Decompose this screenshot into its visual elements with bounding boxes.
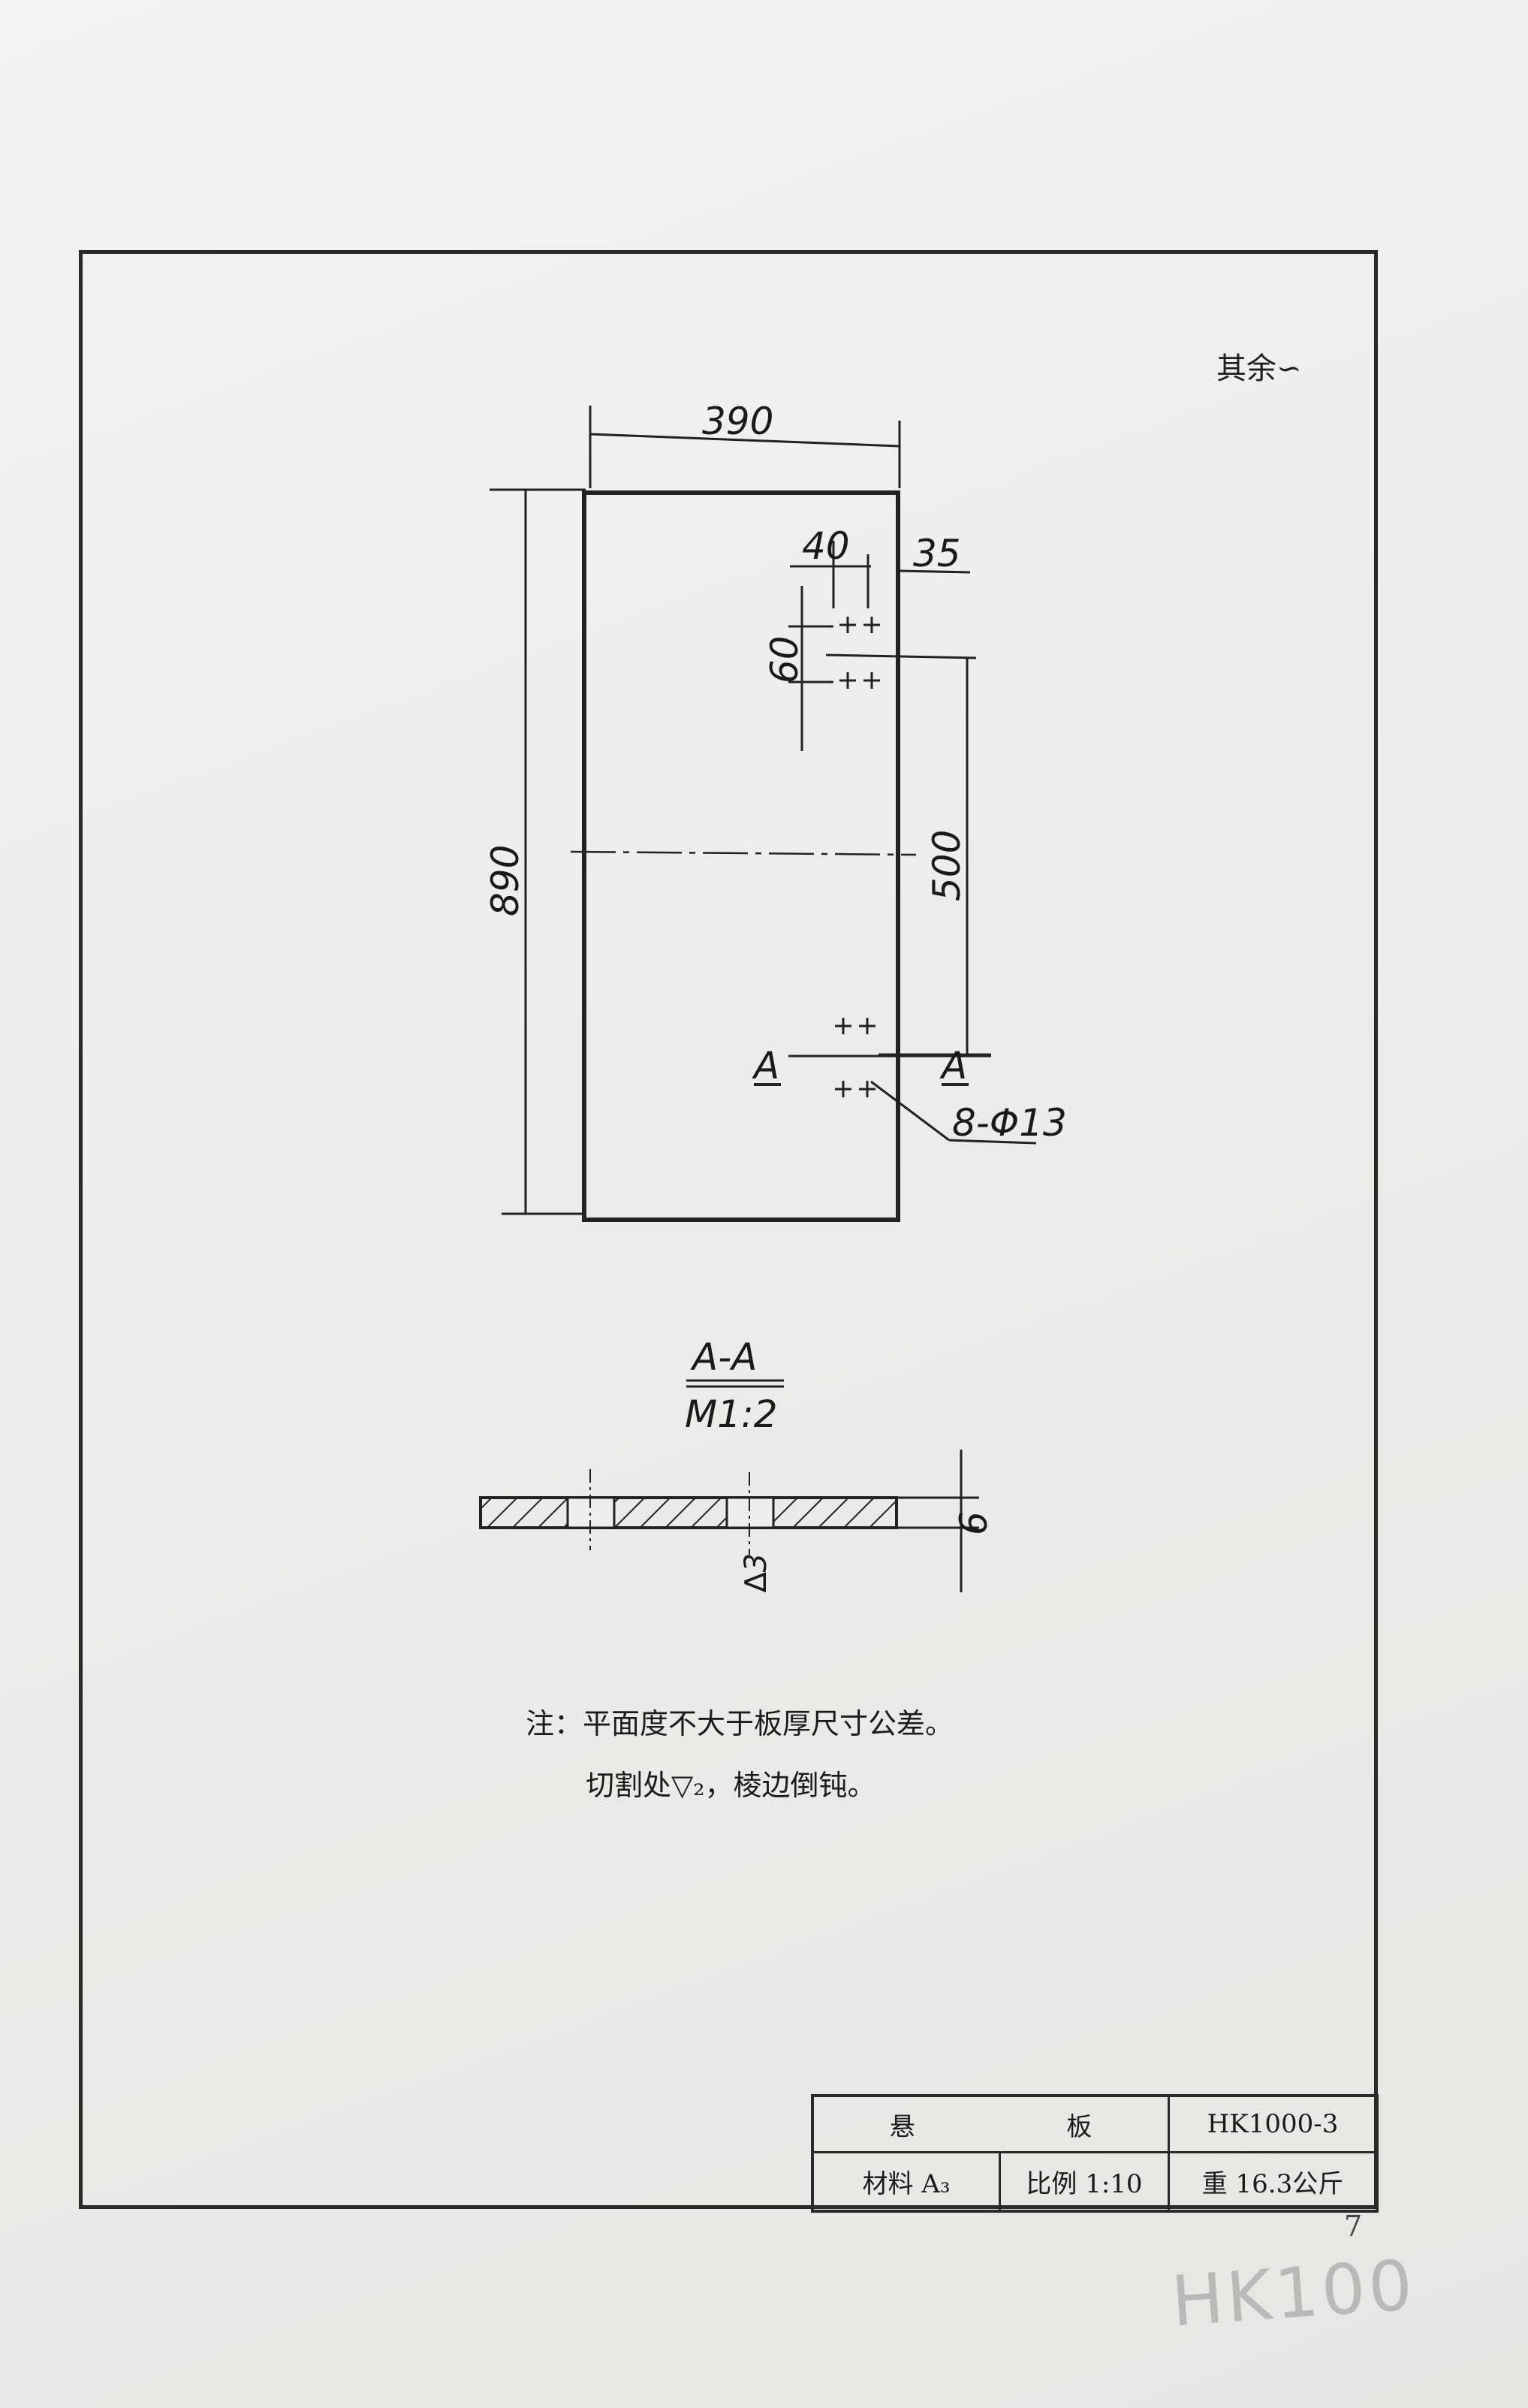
edge-offset-text: 35 [913, 532, 961, 575]
thickness-text: 6 [952, 1511, 996, 1535]
scale-cell: 比例 1:10 [1001, 2153, 1170, 2210]
material-cell: 材料 A₃ [814, 2153, 1001, 2210]
part-name-char-2: 板 [1066, 2111, 1093, 2142]
handwritten-note: HK100 [1168, 2244, 1418, 2343]
note-line-1: 注：平面度不大于板厚尺寸公差。 [526, 1707, 954, 1740]
hole-spacing-y-text: 60 [763, 635, 806, 683]
width-dim-text: 390 [702, 400, 773, 443]
width-dim-line [589, 433, 900, 448]
weight-cell: 重 16.3公斤 [1201, 2169, 1344, 2199]
lower-holes [835, 1018, 876, 1097]
height-dim-text: 890 [484, 845, 527, 916]
section-roughness-text: ∆3 [739, 1553, 773, 1593]
note-line-2: 切割处▽₂，棱边倒钝。 [586, 1769, 876, 1802]
section-marker-left: A [752, 1044, 779, 1088]
page-number: 7 [1344, 2210, 1363, 2243]
part-name-char-1: 悬 [889, 2111, 915, 2142]
upper-holes [839, 617, 880, 689]
section-plate [479, 1496, 898, 1529]
drawing-frame [79, 250, 1378, 2209]
section-marker-right: A [939, 1044, 967, 1088]
section-title: A-A [690, 1335, 757, 1379]
roughness-note: 其余∽ [1216, 352, 1302, 386]
group-ext-top [825, 653, 977, 659]
title-block: 悬 板 HK1000-3 材料 A₃ 比例 1:10 重 16.3公斤 [811, 2094, 1379, 2213]
offset-leader [897, 569, 971, 574]
centre-line [570, 850, 917, 856]
hole-leader [870, 1080, 950, 1142]
holes-callout-text: 8-Φ13 [952, 1101, 1067, 1145]
plate-outline [582, 490, 900, 1222]
section-scale: M1:2 [685, 1393, 778, 1436]
drawing-number: HK1000-3 [1170, 2097, 1376, 2153]
hole-group-spacing-text: 500 [925, 830, 969, 901]
hole-spacing-x-text: 40 [802, 524, 850, 568]
part-name: 悬 板 [814, 2097, 1170, 2153]
hole-leader-shelf [948, 1139, 1037, 1145]
